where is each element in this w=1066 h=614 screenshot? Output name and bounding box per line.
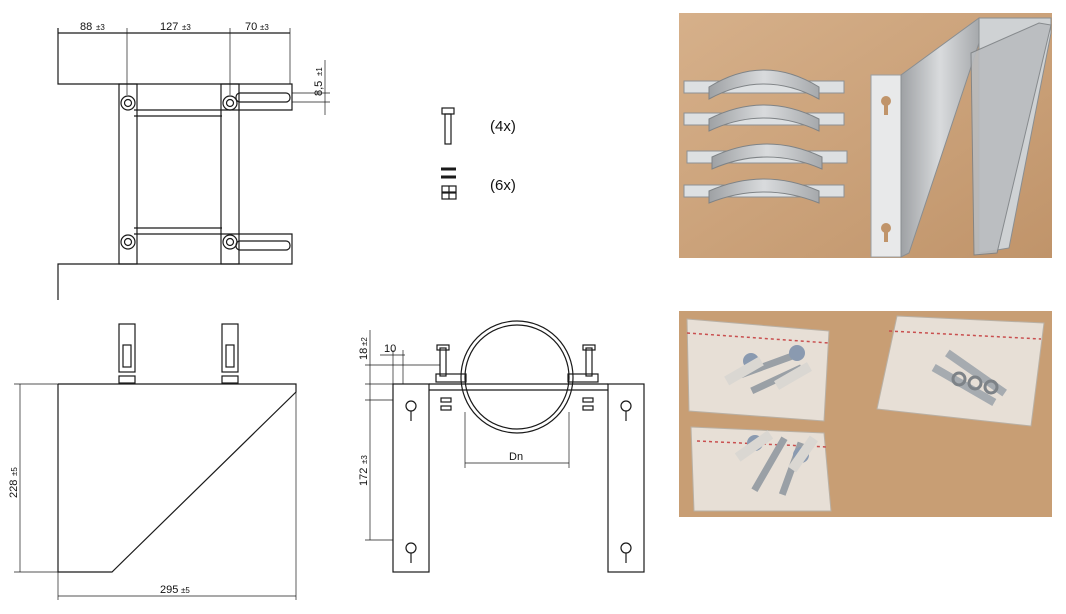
- fixing-bag: [686, 318, 830, 422]
- dim-slot: 8,5: [313, 81, 325, 96]
- fixing-bag: [690, 426, 832, 512]
- bolt-icon: [441, 107, 455, 145]
- svg-text:±3: ±3: [360, 455, 369, 464]
- bolts-count: (4x): [490, 118, 516, 135]
- svg-text:±3: ±3: [260, 23, 269, 32]
- front-view: [365, 320, 645, 573]
- dim-172: 172: [358, 468, 370, 486]
- side-view: [14, 323, 297, 600]
- dim-127: 127: [160, 21, 178, 33]
- dim-295: 295: [160, 584, 178, 596]
- dimension-labels: 88 ±3 127 ±3 70 ±3 8,5 ±1 228 ±5 295 ±5 …: [8, 21, 523, 596]
- dim-18: 18: [358, 348, 370, 360]
- fixing-bag: [876, 315, 1045, 427]
- wall-bracket-photo: [870, 17, 1052, 258]
- washer-icon: [441, 167, 457, 200]
- svg-text:±1: ±1: [315, 67, 324, 76]
- bracket-photo: [679, 13, 1052, 258]
- dim-10: 10: [384, 343, 396, 355]
- dim-dn: Dn: [509, 451, 523, 463]
- fixings-photo: [679, 311, 1052, 517]
- svg-text:±3: ±3: [96, 23, 105, 32]
- svg-text:±5: ±5: [10, 467, 19, 476]
- dim-88: 88: [80, 21, 92, 33]
- washers-count: (6x): [490, 177, 516, 194]
- dim-70: 70: [245, 21, 257, 33]
- svg-text:±2: ±2: [360, 337, 369, 346]
- dim-228: 228: [8, 480, 20, 498]
- top-view: [57, 28, 330, 300]
- svg-text:±3: ±3: [182, 23, 191, 32]
- svg-text:±5: ±5: [181, 586, 190, 595]
- legend: (4x) (6x): [490, 118, 516, 194]
- strap-group: [683, 69, 848, 204]
